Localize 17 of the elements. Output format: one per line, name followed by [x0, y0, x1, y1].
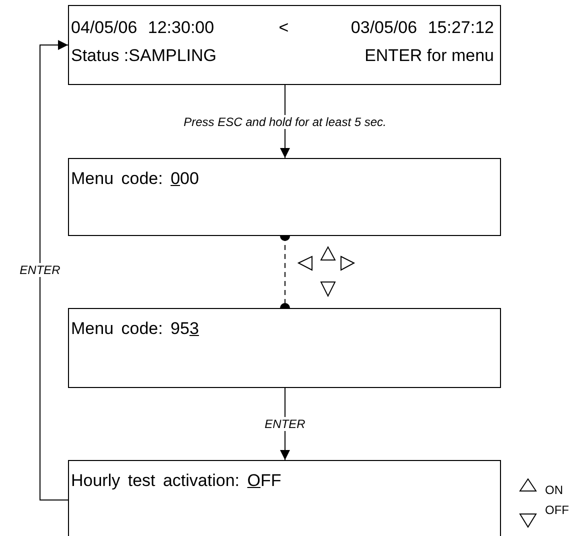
key-label: OFF — [545, 503, 569, 517]
display-text: Hourly test activation: OFF — [71, 471, 282, 491]
display-text: Menu code: 953 — [71, 319, 199, 339]
status-text: Status :SAMPLING — [71, 46, 216, 66]
display-screen — [68, 158, 501, 236]
display-text: Menu code: 000 — [71, 169, 199, 189]
arrow — [40, 40, 68, 500]
comparison-sign: < — [278, 18, 289, 38]
key-label: ON — [545, 483, 563, 497]
edge-label: ENTER — [262, 417, 308, 431]
menu-hint: ENTER for menu — [364, 46, 494, 66]
display-screen — [68, 5, 501, 85]
display-screen — [68, 460, 501, 536]
display-screen — [68, 308, 501, 388]
edge-label: ENTER — [18, 263, 62, 277]
date-time: 04/05/06 12:30:00 — [71, 18, 214, 38]
date-time: 03/05/06 15:27:12 — [350, 18, 494, 38]
